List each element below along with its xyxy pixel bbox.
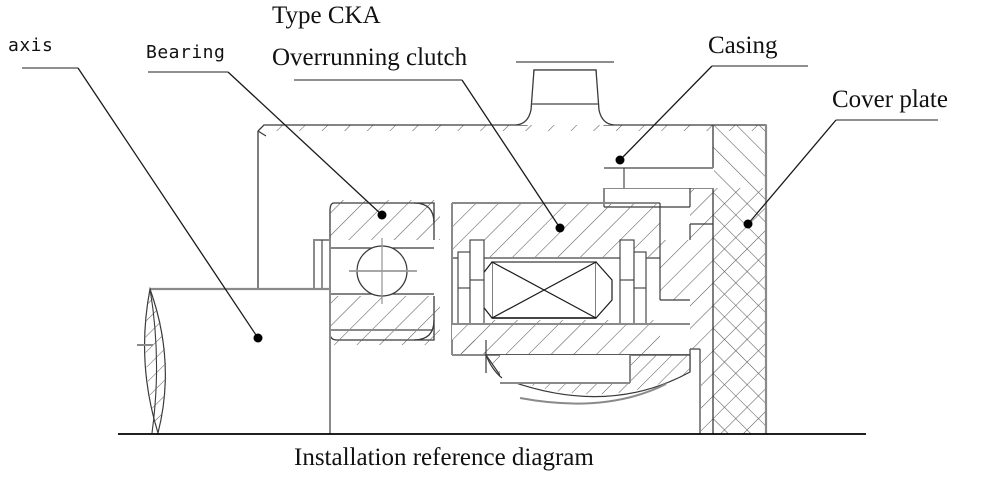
bearing-leader [148, 71, 387, 220]
clutch-roller-sprag [477, 261, 613, 319]
casing-top-boss [515, 69, 615, 126]
clutch-right-keys [619, 239, 647, 325]
shaft-part [137, 286, 331, 436]
label-clutch-type: Type CKA [272, 2, 381, 29]
axis-leader [22, 67, 263, 343]
overrunning-clutch-part [451, 202, 690, 373]
label-cover-plate: Cover plate [832, 86, 948, 113]
casing-leader [615, 65, 808, 165]
clutch-leader [294, 79, 565, 233]
drawing-geometry [22, 61, 938, 436]
label-bearing: Bearing [146, 42, 226, 63]
bearing-part [313, 200, 440, 345]
cover-plate-leader [743, 119, 938, 229]
lower-curved-flange [484, 354, 691, 405]
clutch-left-keys [457, 239, 485, 325]
label-axis: axis [8, 35, 54, 56]
label-overrunning-clutch: Overrunning clutch [272, 44, 468, 71]
label-casing: Casing [708, 32, 778, 59]
leader-lines [22, 65, 938, 343]
diagram-caption: Installation reference diagram [294, 444, 594, 471]
